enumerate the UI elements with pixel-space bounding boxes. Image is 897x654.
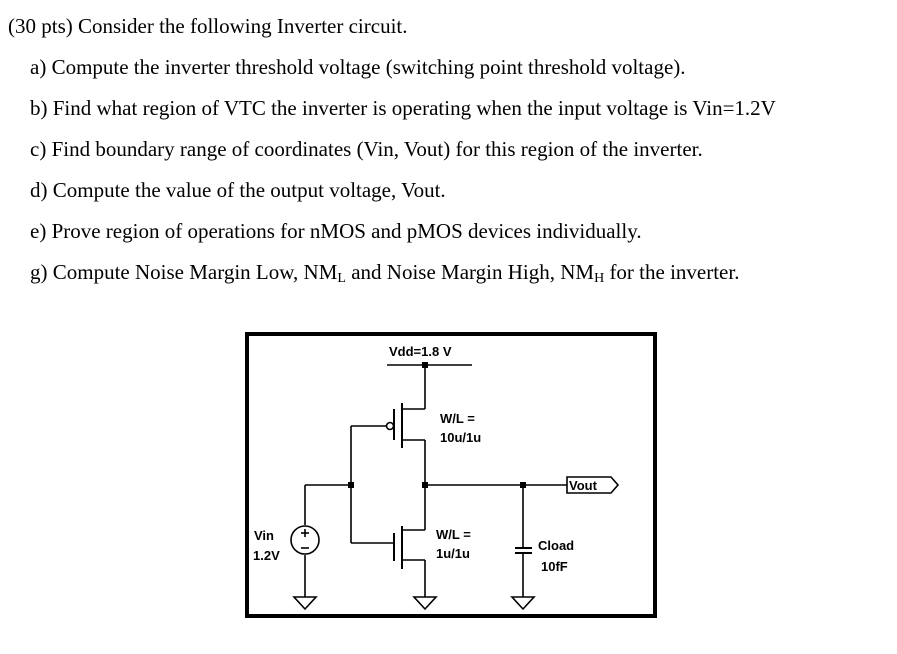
part-b: b) Find what region of VTC the inverter … xyxy=(30,96,776,120)
ground-icon xyxy=(292,596,318,611)
part-g-text: g) Compute Noise Margin Low, NM xyxy=(30,260,338,284)
voltage-source xyxy=(290,525,320,555)
vdd-label: Vdd=1.8 V xyxy=(389,344,452,359)
junction-dot xyxy=(520,482,526,488)
junction-dot xyxy=(422,362,428,368)
part-e: e) Prove region of operations for nMOS a… xyxy=(30,219,642,243)
pmos-wl-value: 10u/1u xyxy=(440,430,481,445)
question-title: (30 pts) Consider the following Inverter… xyxy=(8,14,408,38)
nmos-wl-value: 1u/1u xyxy=(436,546,470,561)
vin-value: 1.2V xyxy=(253,548,280,563)
ground-icon xyxy=(510,596,536,611)
junction-dot xyxy=(348,482,354,488)
nm-high-subscript: H xyxy=(594,271,605,286)
pmos-transistor xyxy=(385,403,425,448)
nmos-transistor xyxy=(393,526,425,569)
pmos-wl-label: W/L = xyxy=(440,411,475,426)
part-g-text: and Noise Margin High, NM xyxy=(345,260,595,284)
ground-icon xyxy=(412,596,438,611)
load-capacitor xyxy=(515,485,532,597)
schematic-frame xyxy=(245,332,657,618)
cload-label: Cload xyxy=(538,538,574,553)
junction-dot xyxy=(422,482,428,488)
vin-label: Vin xyxy=(254,528,274,543)
part-g: g) Compute Noise Margin Low, NML and Noi… xyxy=(30,260,739,287)
vout-label: Vout xyxy=(569,478,598,493)
cload-value: 10fF xyxy=(541,559,568,574)
vout-port xyxy=(566,476,620,494)
part-a: a) Compute the inverter threshold voltag… xyxy=(30,55,686,79)
part-d: d) Compute the value of the output volta… xyxy=(30,178,446,202)
part-g-text: for the inverter. xyxy=(604,260,740,284)
part-c: c) Find boundary range of coordinates (V… xyxy=(30,137,703,161)
nm-low-subscript: L xyxy=(337,271,346,286)
nmos-wl-label: W/L = xyxy=(436,527,471,542)
